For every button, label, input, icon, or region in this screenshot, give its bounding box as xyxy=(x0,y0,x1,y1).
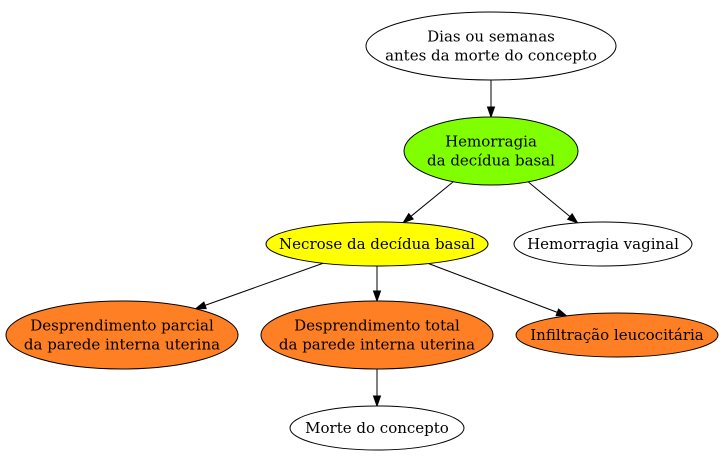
node-ellipse-dias xyxy=(365,11,617,81)
node-label-desp-total-line-0: Desprendimento total xyxy=(294,317,460,335)
edge-necrose-to-infiltracao xyxy=(428,263,558,313)
node-label-desp-parcial-line-1: da parede interna uterina xyxy=(24,336,220,354)
edge-necrose-to-desp-parcial xyxy=(204,262,324,306)
arrowhead-necrose-to-desp-total xyxy=(372,290,382,303)
node-ellipse-hemorragia-decidua xyxy=(403,116,579,186)
arrowhead-necrose-to-desp-parcial xyxy=(194,301,207,310)
node-label-desp-total-line-1: da parede interna uterina xyxy=(279,336,475,354)
node-ellipse-necrose xyxy=(265,221,489,267)
node-label-dias-line-0: Dias ou semanas xyxy=(427,28,555,46)
node-label-infiltracao-line-0: Infiltração leucocitária xyxy=(530,326,704,344)
arrowhead-hemorragia-decidua-to-necrose xyxy=(402,212,414,224)
node-label-morte-line-0: Morte do concepto xyxy=(305,419,449,437)
arrowhead-necrose-to-infiltracao xyxy=(555,308,569,317)
node-infiltracao: Infiltração leucocitária xyxy=(515,312,719,358)
arrowhead-dias-to-hemorragia-decidua xyxy=(486,106,496,119)
node-label-hemorragia-vaginal-line-0: Hemorragia vaginal xyxy=(527,235,679,253)
node-ellipse-desp-parcial xyxy=(5,300,239,370)
node-ellipse-desp-total xyxy=(260,300,494,370)
node-label-necrose-line-0: Necrose da decídua basal xyxy=(279,235,475,253)
node-ellipse-morte xyxy=(289,405,465,451)
arrowhead-hemorragia-decidua-to-hemorragia-vaginal xyxy=(566,212,579,224)
arrowhead-desp-total-to-morte xyxy=(372,395,382,408)
node-morte: Morte do concepto xyxy=(289,405,465,451)
node-label-dias-line-1: antes da morte do concepto xyxy=(385,47,597,65)
node-ellipse-hemorragia-vaginal xyxy=(513,221,693,267)
diagram-edges xyxy=(194,80,579,408)
node-necrose: Necrose da decídua basal xyxy=(265,221,489,267)
edge-hemorragia-decidua-to-hemorragia-vaginal xyxy=(527,181,571,217)
node-hemorragia-vaginal: Hemorragia vaginal xyxy=(513,221,693,267)
node-ellipse-infiltracao xyxy=(515,312,719,358)
node-label-desp-parcial-line-0: Desprendimento parcial xyxy=(30,317,214,335)
node-label-hemorragia-decidua-line-0: Hemorragia xyxy=(445,133,537,151)
edge-hemorragia-decidua-to-necrose xyxy=(410,181,454,217)
node-label-hemorragia-decidua-line-1: da decídua basal xyxy=(427,152,555,170)
